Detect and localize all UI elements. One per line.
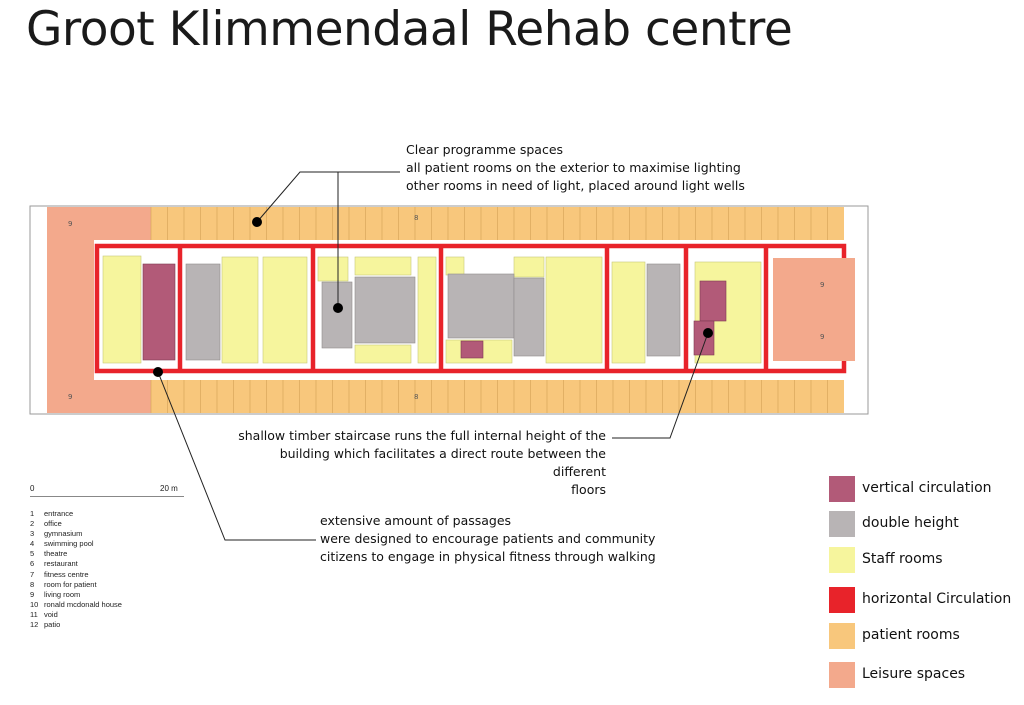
annotation-programme: Clear programme spaces all patient rooms… — [406, 141, 745, 195]
room-key-label: theatre — [44, 549, 68, 559]
room-key-label: swimming pool — [44, 539, 94, 549]
room-key-number: 9 — [30, 589, 35, 599]
annotation-line: building which facilitates a direct rout… — [279, 446, 606, 479]
annotation-line: extensive amount of passages — [320, 513, 512, 528]
room-key-item: 6 restaurant — [30, 559, 122, 569]
room-key-number: 2 — [30, 519, 35, 529]
scale-bar — [30, 496, 184, 497]
plan-label-patient-top: 8 — [414, 214, 418, 222]
room-key-number: 7 — [30, 569, 35, 579]
annotation-line: other rooms in need of light, placed aro… — [406, 178, 745, 193]
annotation-line: shallow timber staircase runs the full i… — [238, 428, 606, 443]
plan-label-living-room-top: 9 — [68, 220, 72, 228]
room-key-number: 6 — [30, 559, 35, 569]
annotation-passages: extensive amount of passages were design… — [320, 512, 656, 566]
legend-swatch — [829, 511, 855, 537]
legend-label: Staff rooms — [862, 551, 943, 567]
annotation-staircase: shallow timber staircase runs the full i… — [236, 427, 606, 499]
room-key-number: 12 — [30, 620, 39, 630]
plan-label-patient-bottom: 8 — [414, 393, 418, 401]
room-key-item: 8 room for patient — [30, 580, 122, 590]
room-key-label: living room — [44, 589, 81, 599]
legend-label: horizontal Circulation — [862, 591, 1012, 607]
room-key-label: void — [44, 609, 58, 619]
room-key-item: 2 office — [30, 519, 122, 529]
double-height-areas — [185, 263, 681, 361]
room-key-label: ronald mcdonald house — [44, 599, 122, 609]
plan-label-leisure-right-bottom: 9 — [820, 333, 824, 341]
room-key-label: gymnasium — [44, 529, 83, 539]
scale-end: 20 m — [160, 484, 178, 493]
annotation-line: citizens to engage in physical fitness t… — [320, 549, 656, 564]
vertical-circulation — [142, 263, 727, 361]
annotation-leaders — [157, 171, 709, 541]
legend-label: patient rooms — [862, 627, 960, 643]
room-key-number: 3 — [30, 529, 35, 539]
legend-swatch — [829, 662, 855, 688]
room-key-item: 12 patio — [30, 620, 122, 630]
legend-swatch — [829, 623, 855, 649]
horizontal-circulation — [94, 243, 847, 374]
annotation-line: floors — [571, 482, 606, 497]
marker-light-well — [333, 303, 343, 313]
page-title: Groot Klimmendaal Rehab centre — [26, 2, 793, 57]
legend-swatch — [829, 547, 855, 573]
room-key-label: entrance — [44, 509, 74, 518]
marker-passages — [153, 367, 163, 377]
room-key-item: 11 void — [30, 610, 122, 620]
annotation-line: were designed to encourage patients and … — [320, 531, 656, 546]
marker-patient-rooms — [252, 217, 262, 227]
room-key-item: 7 fitness centre — [30, 570, 122, 580]
room-key-label: patio — [44, 620, 61, 630]
marker-staircase — [703, 328, 713, 338]
room-key-item: 10 ronald mcdonald house — [30, 600, 122, 610]
legend-label: vertical circulation — [862, 480, 992, 496]
room-key-label: office — [44, 519, 62, 529]
plan-label-living-room-bottom: 9 — [68, 393, 72, 401]
room-key-number: 4 — [30, 539, 35, 549]
room-key-item: 9 living room — [30, 590, 122, 600]
room-key-list: 1 entrance 2 office 3 gymnasium 4 swimming pool… — [30, 509, 122, 630]
legend-label: double height — [862, 515, 959, 531]
room-key-item: 5 theatre — [30, 549, 122, 559]
room-key-label: fitness centre — [44, 569, 89, 579]
room-key-item: 1 entrance — [30, 509, 122, 519]
room-key-number: 5 — [30, 549, 35, 559]
room-key-item: 4 swimming pool — [30, 539, 122, 549]
legend-swatch — [829, 476, 855, 502]
room-key-label: room for patient — [44, 579, 97, 589]
scale-start: 0 — [30, 484, 35, 493]
plan-label-leisure-right-top: 9 — [820, 281, 824, 289]
legend-swatch — [829, 587, 855, 613]
legend-label: Leisure spaces — [862, 666, 966, 682]
room-key-label: restaurant — [44, 559, 78, 569]
leisure-right — [773, 258, 855, 361]
room-key-number: 1 — [30, 509, 35, 518]
room-key-number: 8 — [30, 579, 35, 589]
annotation-line: Clear programme spaces — [406, 142, 564, 157]
annotation-line: all patient rooms on the exterior to max… — [406, 160, 741, 175]
room-key-item: 3 gymnasium — [30, 529, 122, 539]
room-key-number: 11 — [30, 609, 38, 619]
room-key-number: 10 — [30, 599, 39, 609]
